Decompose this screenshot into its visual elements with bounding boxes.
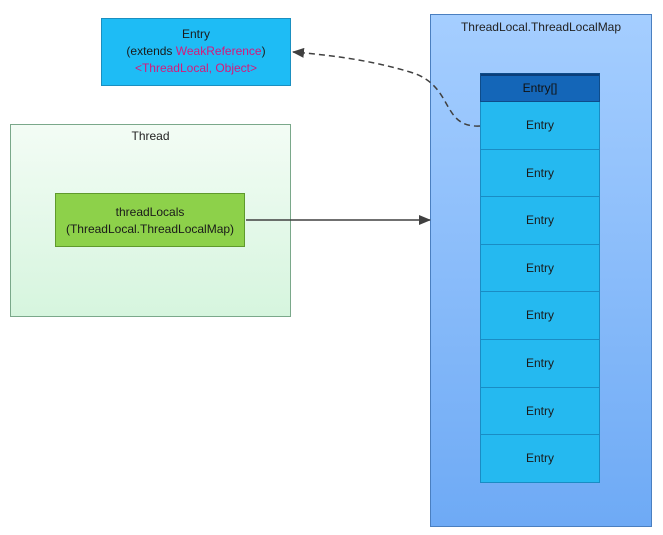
- entry-slot: Entry: [480, 387, 600, 436]
- entry-array-label: Entry[]: [522, 81, 558, 95]
- entry-slot: Entry: [480, 197, 600, 245]
- threadlocals-field-type: (ThreadLocal.ThreadLocalMap): [65, 222, 235, 236]
- entry-array-slots: Entry Entry Entry Entry Entry Entry Entr…: [480, 102, 600, 483]
- entry-class-generics: <ThreadLocal, Object>: [134, 61, 258, 75]
- entry-slot: Entry: [480, 102, 600, 150]
- entry-slot: Entry: [480, 244, 600, 293]
- entry-slot: Entry: [480, 149, 600, 198]
- extends-suffix: ): [261, 44, 266, 58]
- extends-prefix: (extends: [126, 44, 176, 58]
- entry-class-extends: (extends WeakReference): [102, 43, 290, 60]
- entry-slot: Entry: [480, 292, 600, 340]
- threadlocalmap-title: ThreadLocal.ThreadLocalMap: [460, 20, 622, 34]
- entry-class-title: Entry: [181, 27, 210, 41]
- extends-type: WeakReference: [175, 44, 262, 58]
- entry-slot: Entry: [480, 435, 600, 483]
- threadlocals-field-box: threadLocals (ThreadLocal.ThreadLocalMap…: [55, 193, 245, 247]
- array-header-bar: [481, 74, 599, 76]
- thread-title: Thread: [131, 129, 170, 143]
- entry-class-box: Entry (extends WeakReference) <ThreadLoc…: [101, 18, 291, 86]
- entry-array-header: Entry[]: [480, 73, 600, 102]
- threadlocals-field-name: threadLocals: [115, 205, 185, 219]
- entry-slot: Entry: [480, 339, 600, 388]
